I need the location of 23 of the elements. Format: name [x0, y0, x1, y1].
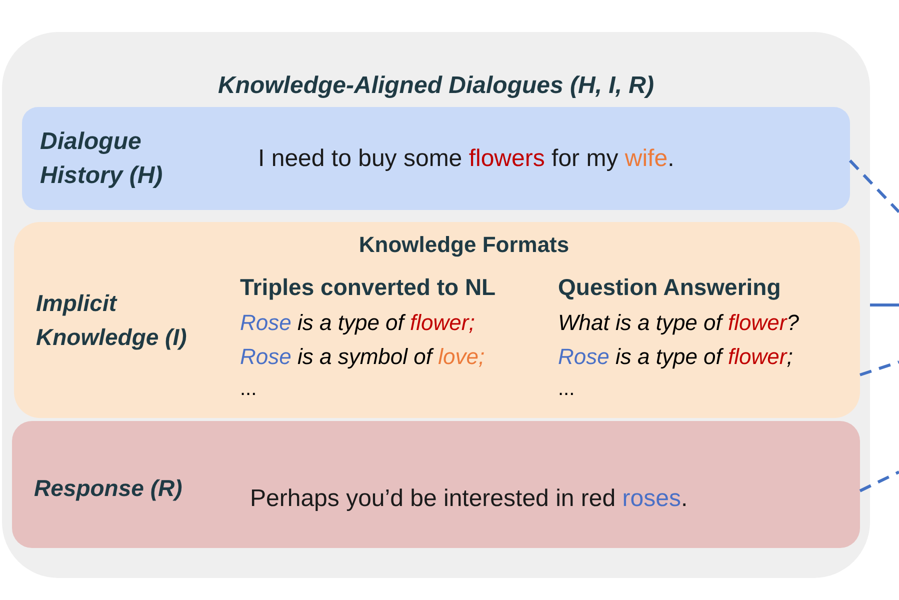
column-heading: Triples converted to NL: [240, 273, 497, 302]
formats-heading: Knowledge Formats: [358, 231, 570, 259]
section-heading: Implicit Knowledge (I): [36, 289, 188, 352]
ellipsis: ...: [558, 377, 576, 402]
section-heading: Dialogue History (H): [40, 127, 164, 191]
dialogue-text: I need to buy some flowers for my wife.: [258, 144, 676, 174]
column-heading: Question Answering: [558, 273, 782, 302]
knowledge-line: Rose is a symbol of love;: [240, 343, 486, 371]
section-box: [12, 421, 860, 548]
response-text: Perhaps you’d be interested in red roses.: [250, 484, 689, 514]
knowledge-line: Rose is a type of flower;: [558, 343, 794, 371]
connector-line: [870, 304, 899, 306]
connector-line: [848, 160, 899, 214]
section-box: [14, 222, 860, 418]
outer-panel: [2, 32, 870, 578]
section-heading: Response (R): [34, 474, 184, 503]
section-box: [22, 107, 850, 210]
knowledge-line: Rose is a type of flower;: [240, 309, 476, 337]
panel-heading: Knowledge-Aligned Dialogues (H, I, R): [216, 71, 655, 101]
ellipsis: ...: [240, 377, 258, 402]
connector-line: [860, 360, 899, 376]
knowledge-line: What is a type of flower?: [558, 309, 800, 337]
connector-line: [859, 470, 899, 492]
